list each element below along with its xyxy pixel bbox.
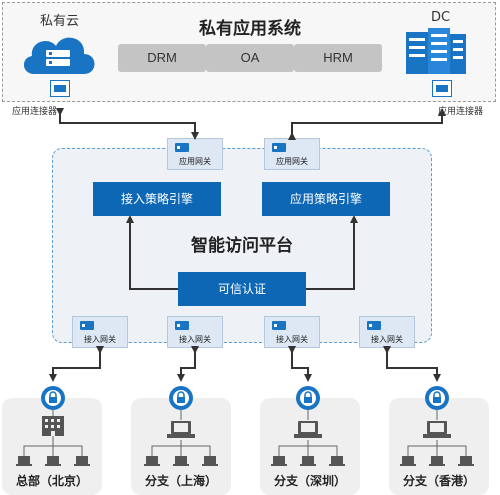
dc-label: DC	[431, 10, 451, 25]
app-drm[interactable]: DRM	[118, 44, 206, 72]
lock-shield-icon	[41, 386, 65, 410]
lock-shield-icon	[169, 386, 193, 410]
app-policy-engine[interactable]: 应用策略引擎	[262, 182, 390, 216]
app-connector-label-right: 应用连接器	[438, 107, 484, 117]
gateway-label: 应用网关	[276, 157, 308, 166]
gateway-icon	[175, 143, 189, 152]
gateway-icon	[272, 143, 286, 152]
system-title: 私有应用系统	[199, 19, 301, 39]
gateway-label: 接入网关	[84, 335, 116, 344]
smart-access-platform	[52, 148, 432, 343]
app-hrm[interactable]: HRM	[294, 44, 382, 72]
laptop-icon	[294, 421, 322, 438]
app-gateway-right[interactable]: 应用网关	[264, 138, 320, 170]
cloud-server-icon	[23, 37, 95, 74]
app-connector-label-left: 应用连接器	[12, 107, 58, 117]
building-icon	[42, 416, 64, 436]
lock-shield-icon	[425, 386, 449, 410]
gateway-label: 接入网关	[276, 335, 308, 344]
gateway-label: 接入网关	[371, 335, 403, 344]
terminal-icons	[16, 456, 474, 466]
branch-label-shanghai: 分支（上海）	[144, 474, 217, 488]
lock-shield-icon	[296, 386, 320, 410]
access-gateway-shanghai[interactable]: 接入网关	[167, 316, 223, 348]
access-policy-engine[interactable]: 接入策略引擎	[93, 182, 221, 216]
platform-title: 智能访问平台	[191, 236, 293, 256]
gateway-icon	[272, 321, 286, 330]
access-gateway-hongkong[interactable]: 接入网关	[359, 316, 415, 348]
gateway-icon	[175, 321, 189, 330]
connector-icon-left	[50, 80, 70, 97]
branch-label-beijing: 总部（北京）	[15, 474, 88, 488]
app-gateway-left[interactable]: 应用网关	[167, 138, 223, 170]
datacenter-server-icon	[406, 28, 466, 74]
connector-icon-right	[432, 80, 452, 97]
private-cloud-label: 私有云	[40, 14, 80, 29]
laptop-icon	[423, 421, 451, 438]
gateway-label: 应用网关	[179, 157, 211, 166]
trusted-auth[interactable]: 可信认证	[178, 272, 306, 306]
branch-label-shenzhen: 分支（深圳）	[273, 474, 346, 488]
gateway-icon	[80, 321, 94, 330]
app-oa[interactable]: OA	[206, 44, 294, 72]
gateway-icon	[367, 321, 381, 330]
laptop-icon	[167, 421, 195, 438]
gateway-label: 接入网关	[179, 335, 211, 344]
branch-label-hongkong: 分支（香港）	[402, 474, 475, 488]
